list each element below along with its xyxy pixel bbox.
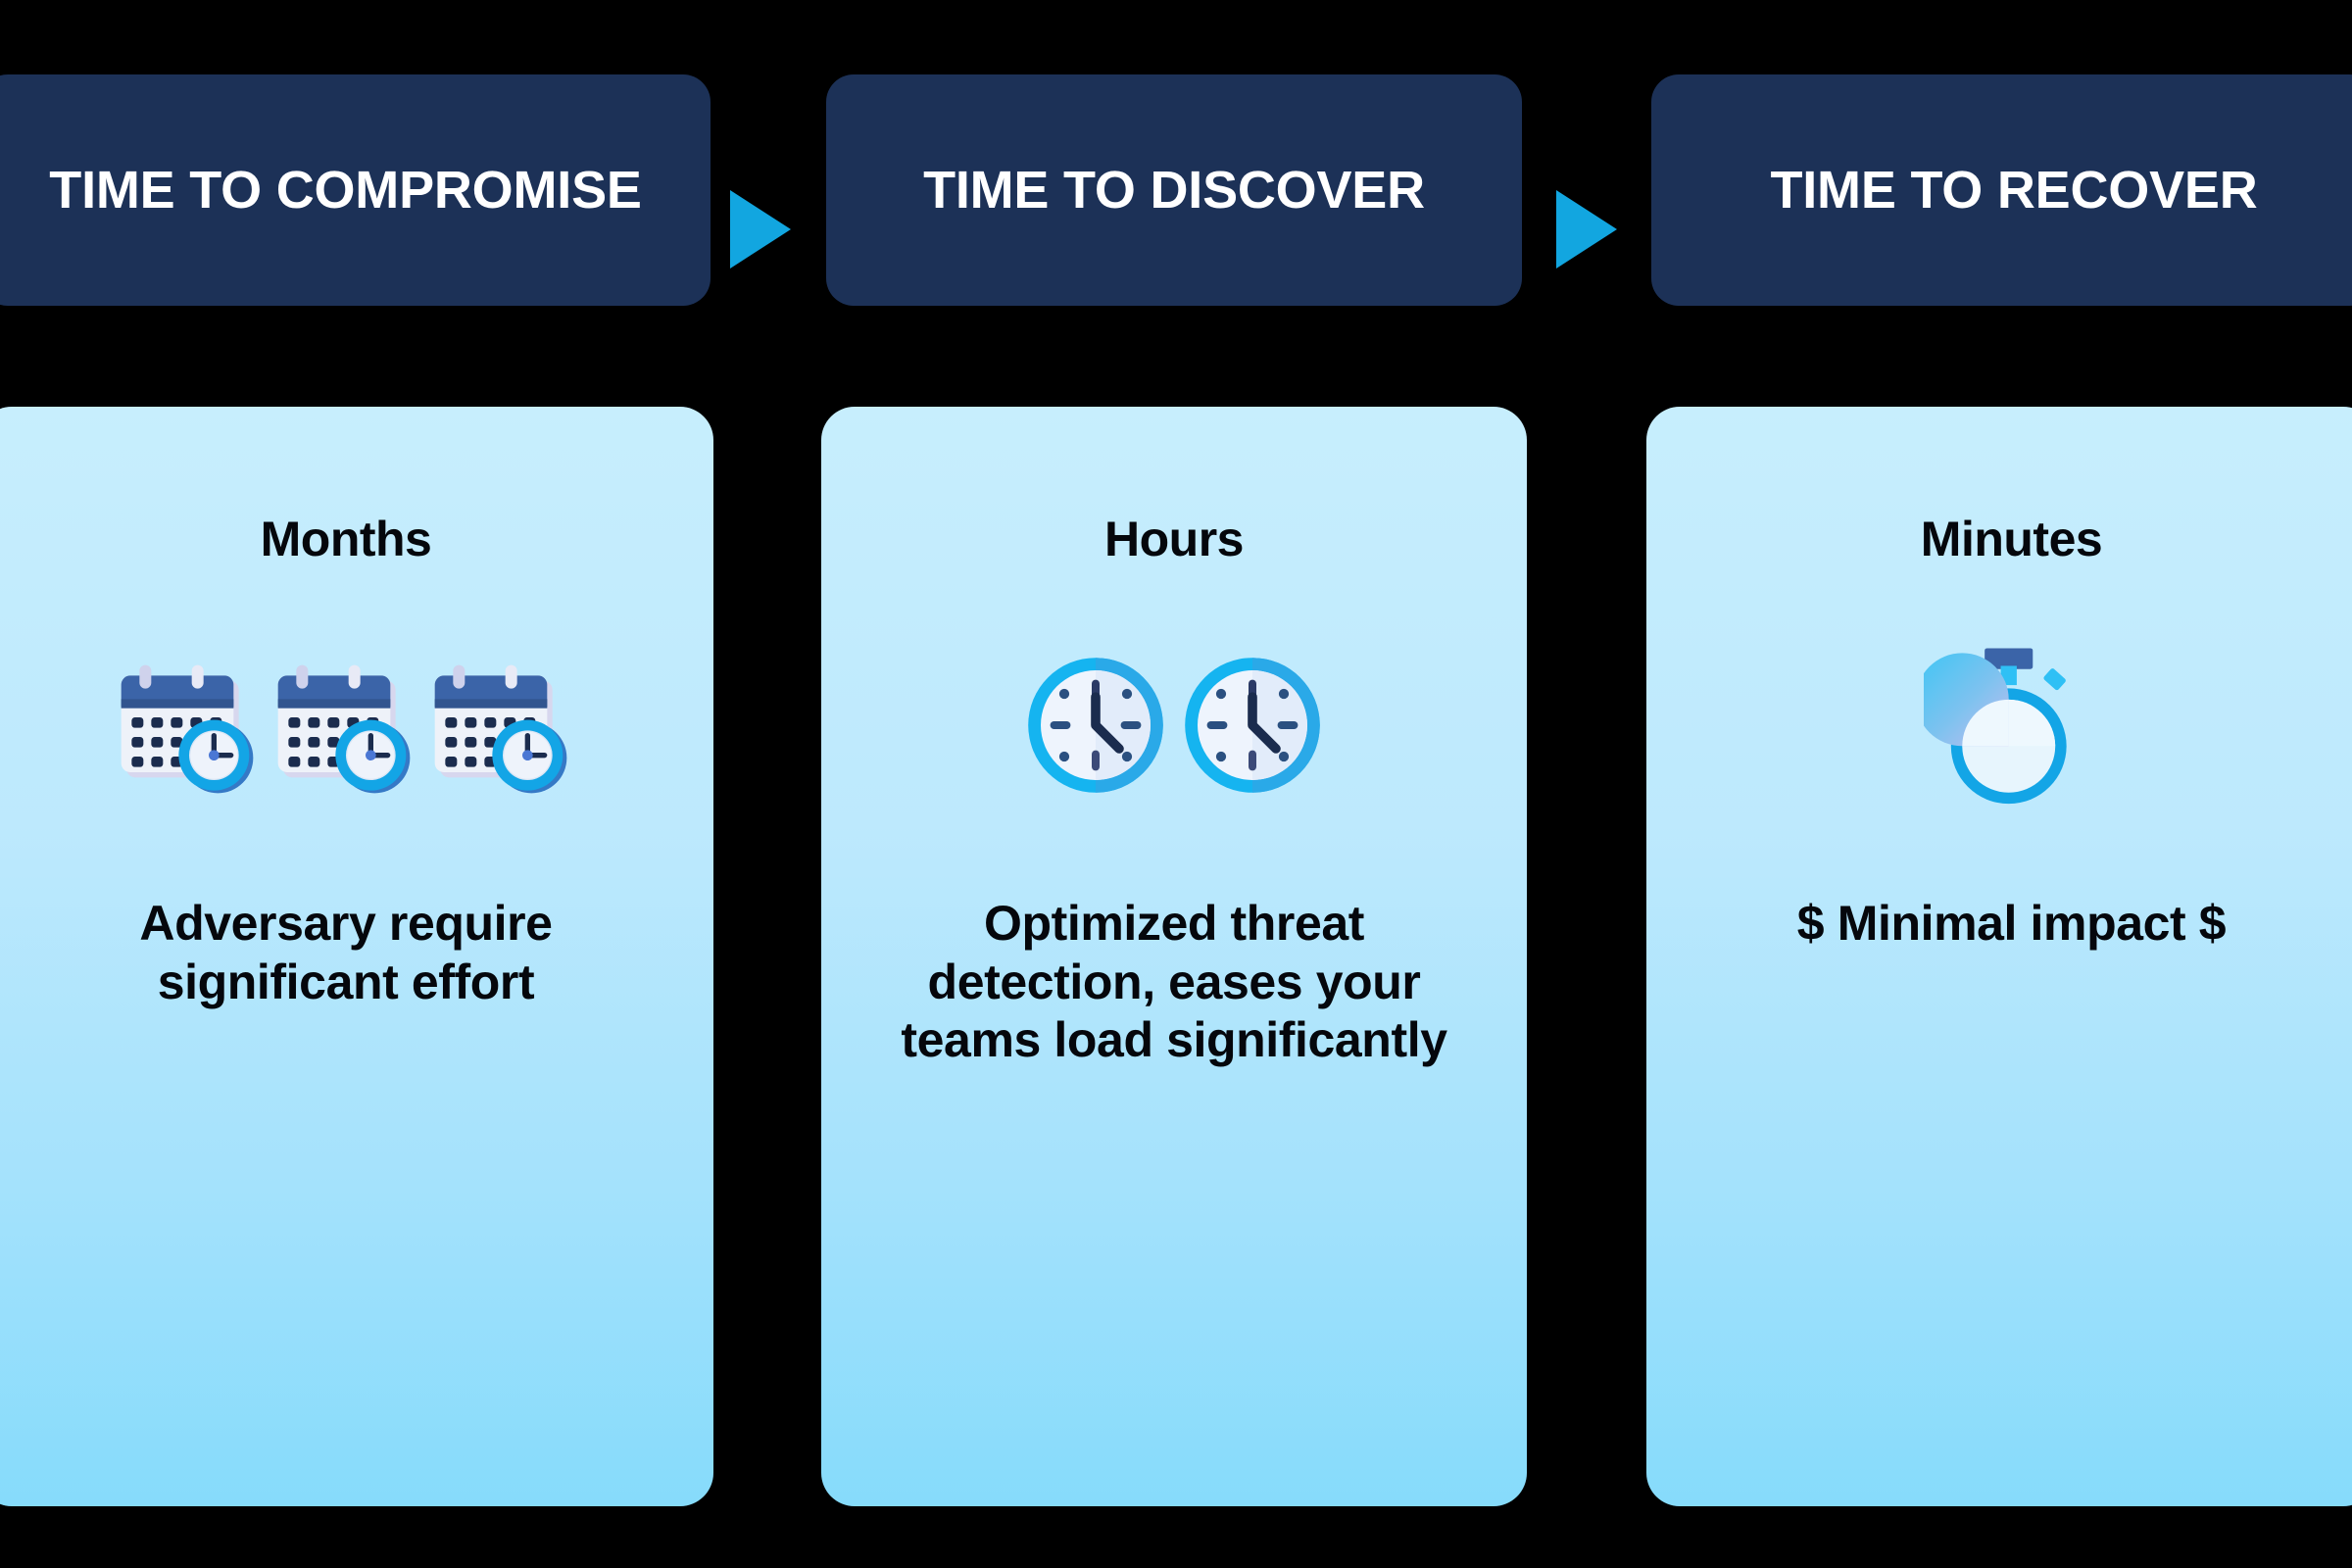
card-heading: Minutes xyxy=(1920,512,2103,566)
arrow-discover-to-recover-icon xyxy=(1556,190,1617,269)
header-label: TIME TO COMPROMISE xyxy=(49,161,642,220)
card-time-to-recover: Minutes xyxy=(1646,407,2352,1506)
card-time-to-discover: Hours xyxy=(821,407,1527,1506)
card-row: Months xyxy=(0,407,2352,1506)
calendar-clock-icon xyxy=(434,664,567,794)
stopwatch-icon-group xyxy=(1923,637,2100,813)
card-body-text: $ Minimal impact $ xyxy=(1796,896,2227,951)
arrow-compromise-to-discover-icon xyxy=(730,190,791,269)
header-time-to-compromise[interactable]: TIME TO COMPROMISE xyxy=(0,74,710,306)
stopwatch-icon xyxy=(1923,648,2067,805)
clock-icon xyxy=(1028,658,1163,793)
card-icon-area xyxy=(111,612,581,838)
card-icon-area xyxy=(1017,612,1331,838)
card-time-to-compromise: Months xyxy=(0,407,713,1506)
calendar-clock-icon xyxy=(121,664,254,794)
clock-icon-group xyxy=(1017,647,1331,804)
header-label: TIME TO RECOVER xyxy=(1770,161,2258,220)
calendar-clock-icon xyxy=(277,664,411,794)
card-heading: Months xyxy=(260,512,432,566)
header-time-to-discover[interactable]: TIME TO DISCOVER xyxy=(826,74,1522,306)
clock-icon xyxy=(1185,658,1320,793)
header-label: TIME TO DISCOVER xyxy=(923,161,1425,220)
header-time-to-recover[interactable]: TIME TO RECOVER xyxy=(1651,74,2352,306)
card-body-text: Optimized threat detection, eases your t… xyxy=(901,896,1447,1067)
card-heading: Hours xyxy=(1104,512,1244,566)
card-icon-area xyxy=(1923,612,2100,838)
calendar-clock-icon-group xyxy=(111,647,581,804)
header-row: TIME TO COMPROMISE TIME TO DISCOVER TIME… xyxy=(0,74,2352,306)
card-body-text: Adversary require significant effort xyxy=(139,896,553,1009)
